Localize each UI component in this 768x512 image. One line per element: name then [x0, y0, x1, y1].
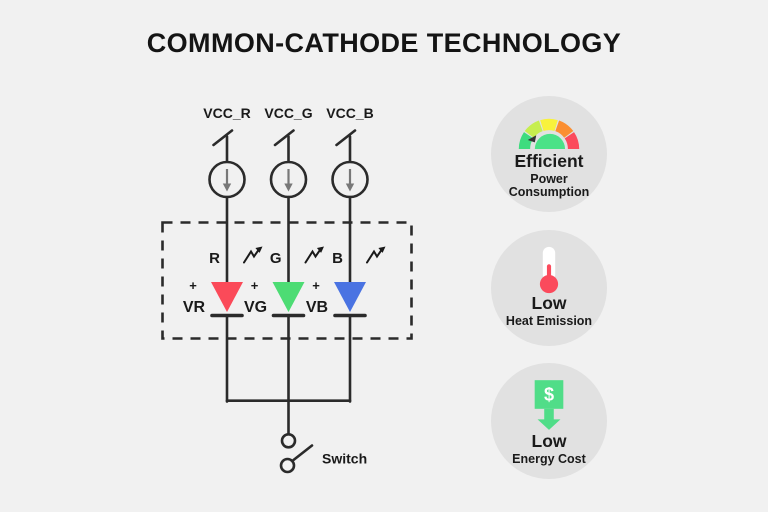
- gauge-needle-icon: [527, 135, 537, 143]
- light-emission-b-icon: [366, 246, 386, 264]
- circuit-diagram: VCC_R R + VR VCC_G G + VG: [161, 105, 413, 474]
- thermometer-icon: [539, 246, 559, 294]
- badge-power-consumption: Efficient Power Consumption: [491, 96, 607, 212]
- current-arrowhead-r: [222, 183, 232, 192]
- switch-terminal-bottom: [279, 457, 296, 474]
- gauge-seg-orange: [555, 120, 574, 138]
- vcc-b-label: VCC_B: [326, 105, 373, 121]
- gauge-seg-red: [564, 132, 580, 149]
- led-b-label: B: [332, 250, 343, 267]
- gauge-seg-green: [518, 132, 534, 149]
- badge-heat-title: Low: [531, 293, 567, 313]
- current-arrowhead-b: [345, 183, 355, 192]
- badge-power-title: Efficient: [514, 151, 584, 171]
- switch-label: Switch: [322, 451, 367, 467]
- supply-terminal-b-icon: [335, 129, 357, 147]
- switch-lever-icon: [292, 444, 314, 462]
- led-r-label: R: [209, 250, 220, 267]
- gauge-seg-yellow: [540, 118, 558, 131]
- led-b-triangle: [334, 282, 366, 312]
- badge-cost-subtitle: Energy Cost: [512, 451, 586, 466]
- led-r-triangle: [211, 282, 243, 312]
- light-emission-r-icon: [243, 246, 263, 264]
- arrow-stem: [544, 408, 554, 421]
- current-arrowhead-g: [284, 183, 293, 192]
- page-title: COMMON-CATHODE TECHNOLOGY: [146, 28, 622, 58]
- led-package-dashed-box: [161, 221, 413, 340]
- vcc-r-label: VCC_R: [203, 105, 250, 121]
- arrow-head: [537, 419, 561, 430]
- badge-energy-cost: $ Low Energy Cost: [491, 363, 607, 479]
- voltage-g-label: VG: [244, 299, 267, 316]
- light-emission-g-icon: [304, 246, 324, 264]
- anode-plus-b: +: [312, 278, 320, 293]
- thermometer-tube: [542, 246, 556, 281]
- gauge-inner-dial: [534, 133, 566, 149]
- badge-heat-emission: Low Heat Emission: [491, 230, 607, 346]
- supply-terminal-g-icon: [273, 129, 295, 147]
- voltage-r-label: VR: [183, 299, 206, 316]
- anode-plus-r: +: [189, 278, 197, 293]
- anode-plus-g: +: [251, 278, 259, 293]
- vcc-g-label: VCC_G: [264, 105, 312, 121]
- badge-cost-title: Low: [531, 431, 567, 451]
- led-g-triangle: [272, 282, 305, 312]
- led-g-label: G: [270, 250, 282, 267]
- supply-terminal-r-icon: [212, 129, 234, 147]
- voltage-b-label: VB: [306, 299, 328, 316]
- switch-terminal-top: [280, 432, 297, 449]
- dollar-down-arrow-icon: $: [534, 380, 564, 430]
- thermometer-bulb: [539, 274, 559, 294]
- badge-heat-subtitle: Heat Emission: [505, 313, 593, 328]
- badge-power-subtitle: Power Consumption: [508, 171, 590, 200]
- gauge-icon: [518, 118, 580, 149]
- dollar-square: [534, 380, 564, 409]
- dollar-sign: $: [544, 385, 554, 405]
- gauge-seg-lime: [524, 120, 543, 138]
